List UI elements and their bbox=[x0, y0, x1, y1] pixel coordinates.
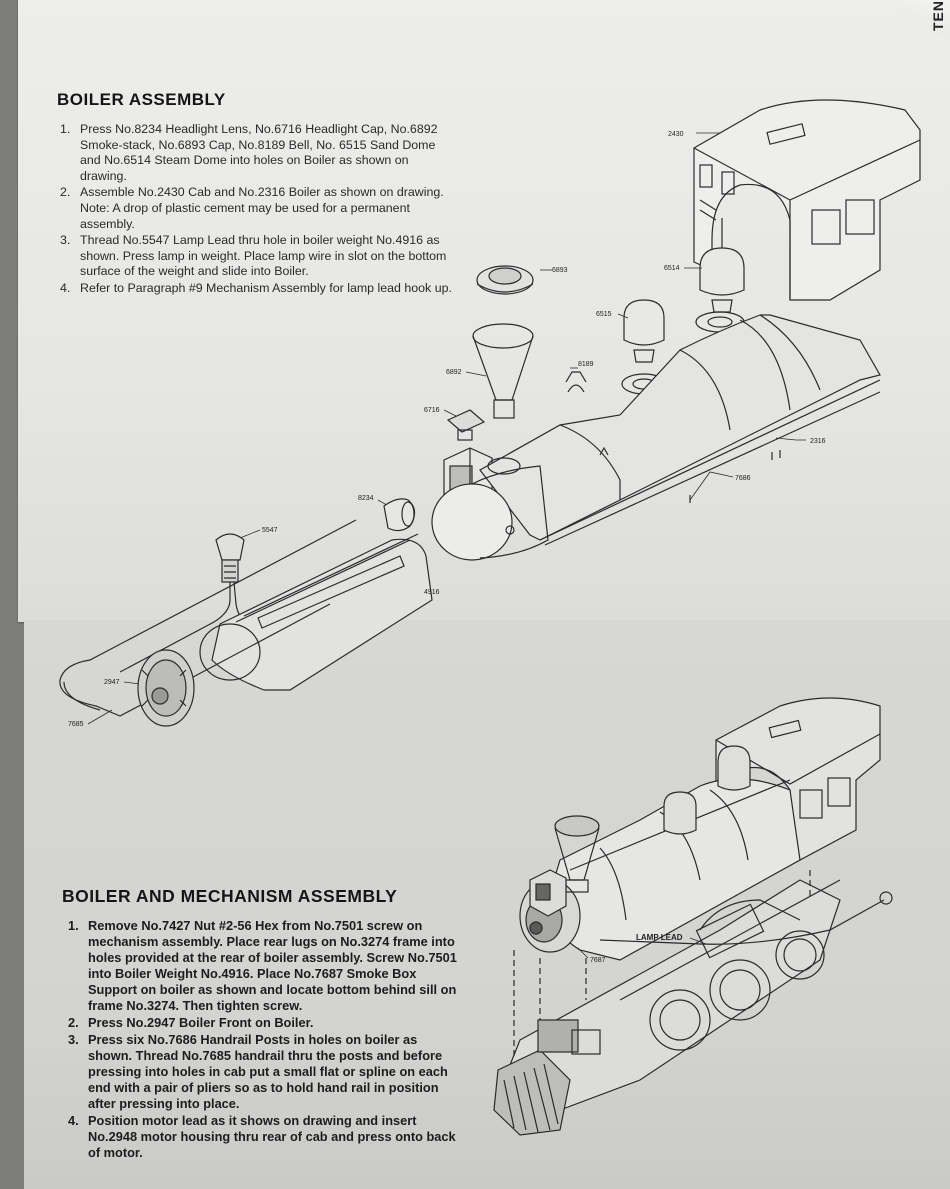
part-label-4916: 4916 bbox=[424, 589, 440, 596]
part-label-5547: 5547 bbox=[262, 527, 278, 534]
part-label-6514: 6514 bbox=[664, 265, 680, 272]
boiler-step: 1.Press No.8234 Headlight Lens, No.6716 … bbox=[60, 122, 438, 183]
part-label-2947: 2947 bbox=[104, 679, 120, 686]
boiler-assembly-title: BOILER ASSEMBLY bbox=[57, 90, 226, 109]
part-label-2430: 2430 bbox=[668, 131, 684, 138]
boiler-assembly-steps: 1.Press No.8234 Headlight Lens, No.6716 … bbox=[60, 122, 455, 298]
cab-drawing bbox=[693, 99, 921, 301]
boiler-front-drawing bbox=[137, 649, 195, 727]
boiler-weight-drawing bbox=[199, 533, 433, 691]
part-label-6892: 6892 bbox=[446, 369, 462, 376]
boiler-step: 3.Thread No.5547 Lamp Lead thru hole in … bbox=[60, 233, 447, 279]
mechanism-step: 4.Position motor lead as it shows on dra… bbox=[68, 1113, 456, 1160]
assembled-smokestack bbox=[554, 815, 600, 893]
part-label-6893: 6893 bbox=[552, 267, 568, 274]
part-label-7687: 7687 bbox=[590, 957, 606, 964]
lamp-drawing bbox=[119, 533, 257, 673]
mechanism-step: 1.Remove No.7427 Nut #2-56 Hex from No.7… bbox=[68, 918, 457, 1013]
headlight-cap-drawing bbox=[446, 409, 486, 441]
assembled-cab-drawing bbox=[715, 697, 881, 861]
part-label-2316: 2316 bbox=[810, 438, 826, 445]
boiler-step: 4.Refer to Paragraph #9 Mechanism Assemb… bbox=[60, 280, 452, 295]
assembled-headlight bbox=[529, 869, 567, 917]
boiler-drawing bbox=[431, 314, 881, 561]
mechanism-step: 3.Press six No.7686 Handrail Posts in ho… bbox=[68, 1032, 448, 1111]
mechanism-step: 2.Press No.2947 Boiler Front on Boiler. bbox=[68, 1015, 314, 1030]
part-label-8234: 8234 bbox=[358, 495, 374, 502]
part-label-6716: 6716 bbox=[424, 407, 440, 414]
boiler-step: 2.Assemble No.2430 Cab and No.2316 Boile… bbox=[60, 185, 444, 231]
headlight-lens-drawing bbox=[383, 498, 416, 532]
assembled-sand-dome bbox=[663, 791, 697, 835]
part-label-6515: 6515 bbox=[596, 311, 612, 318]
part-label-8189: 8189 bbox=[578, 361, 594, 368]
smokestack-drawing bbox=[472, 265, 534, 419]
mechanism-assembly-steps: 1.Remove No.7427 Nut #2-56 Hex from No.7… bbox=[68, 918, 463, 1162]
assembled-steam-dome bbox=[717, 745, 751, 791]
handrail-drawing bbox=[59, 519, 357, 717]
mechanism-drawing bbox=[493, 870, 893, 1136]
part-label-7685: 7685 bbox=[68, 721, 84, 728]
lamp-lead-label: LAMP LEAD bbox=[636, 933, 683, 942]
part-label-7686: 7686 bbox=[735, 475, 751, 482]
mechanism-assembly-title: BOILER AND MECHANISM ASSEMBLY bbox=[62, 886, 398, 906]
